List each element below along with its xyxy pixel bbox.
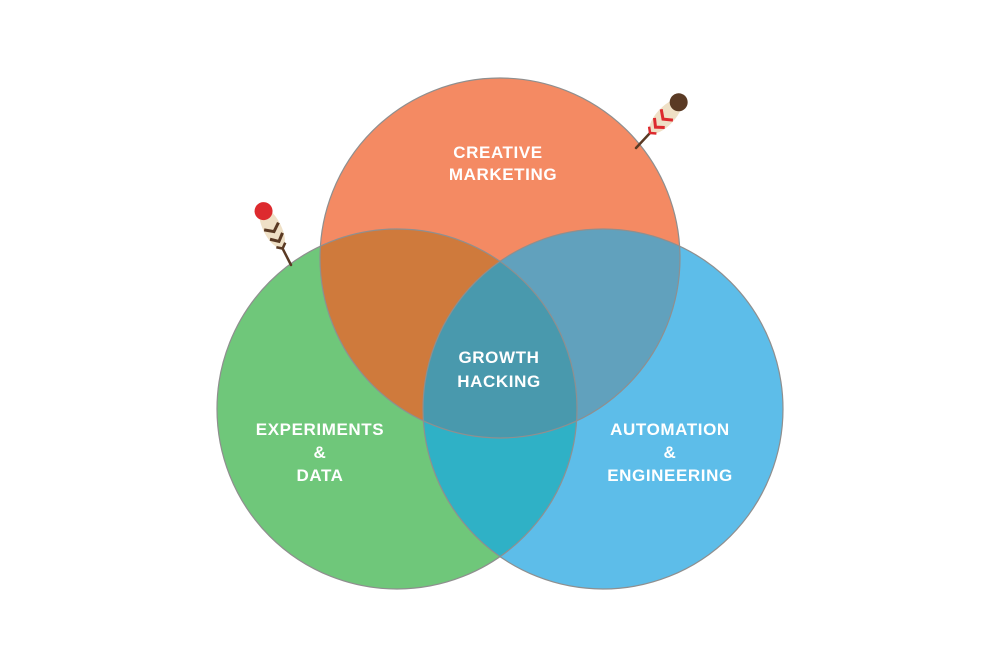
overlap-center: [423, 229, 577, 438]
label-experiments-line-1: EXPERIMENTS: [256, 420, 384, 439]
label-creative-line-2: MARKETING: [449, 165, 557, 184]
label-growth-line-2: HACKING: [457, 372, 541, 391]
label-experiments-line-3: DATA: [296, 466, 343, 485]
label-growth-line-1: GROWTH: [458, 348, 539, 367]
label-creative-line-1: CREATIVE: [453, 143, 543, 162]
feather-icon: [634, 93, 688, 150]
feather-icon: [254, 202, 293, 267]
outline-experiments-data: [216, 228, 578, 590]
label-experiments-line-2: &: [314, 443, 327, 462]
outline-creative-marketing: [319, 77, 681, 439]
outline-automation-engineering: [422, 228, 784, 590]
label-automation-line-2: &: [664, 443, 677, 462]
label-automation-line-1: AUTOMATION: [610, 420, 730, 439]
label-automation-line-3: ENGINEERING: [607, 466, 733, 485]
